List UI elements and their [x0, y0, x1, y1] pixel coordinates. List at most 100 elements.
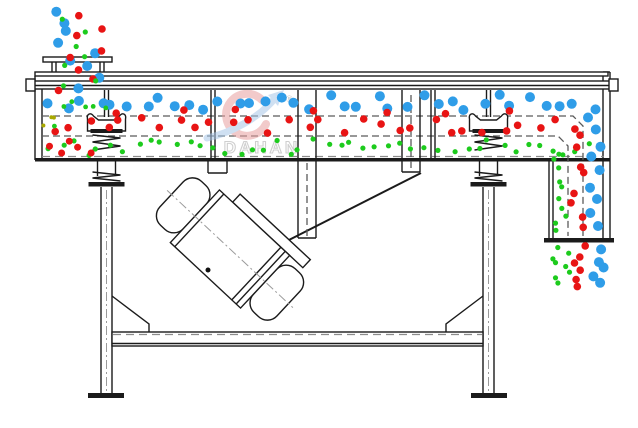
particle — [590, 124, 601, 135]
particle — [326, 90, 337, 101]
particle — [478, 128, 486, 137]
particle — [594, 165, 605, 176]
particle — [61, 142, 67, 148]
particle — [177, 116, 186, 124]
particle — [566, 250, 572, 256]
particle — [385, 143, 392, 149]
particle — [598, 262, 609, 273]
particle — [480, 98, 491, 109]
particle — [137, 141, 143, 147]
particle — [466, 146, 472, 152]
particle — [65, 137, 73, 145]
particle — [579, 223, 587, 232]
particle — [98, 25, 106, 33]
particle — [113, 116, 122, 124]
particle — [174, 141, 180, 147]
particle — [244, 116, 252, 124]
particle — [560, 152, 566, 158]
particle-dots — [41, 6, 609, 291]
particle — [572, 275, 580, 284]
particle — [143, 101, 154, 112]
particle — [87, 117, 96, 125]
particle — [97, 47, 106, 55]
particle — [563, 213, 569, 219]
particle — [229, 118, 238, 127]
particle — [61, 104, 67, 109]
particle — [559, 205, 565, 211]
foot-plate-right — [471, 393, 507, 398]
particle — [350, 101, 361, 112]
particle — [73, 43, 79, 50]
particle — [63, 103, 74, 114]
particle — [537, 142, 543, 149]
particle — [249, 147, 256, 153]
registered-mark: ® — [286, 94, 293, 104]
screen-decks — [42, 115, 584, 236]
particle — [197, 143, 203, 149]
lower-deck-line — [42, 135, 569, 236]
particle — [137, 114, 146, 122]
particle — [525, 92, 535, 103]
particle — [294, 147, 300, 153]
particle — [41, 123, 46, 128]
particle — [107, 142, 113, 148]
particle — [73, 83, 84, 94]
particle — [64, 123, 72, 132]
particle — [581, 242, 589, 250]
particle — [260, 147, 266, 153]
particle — [90, 48, 101, 59]
particle — [402, 101, 413, 112]
particle — [377, 120, 385, 128]
particle — [359, 115, 368, 123]
particle — [550, 256, 556, 262]
particle — [263, 129, 272, 137]
particle — [452, 149, 458, 155]
particle — [570, 189, 578, 198]
particle — [239, 151, 245, 157]
body-bottom-plate — [35, 158, 610, 162]
particle — [421, 145, 427, 151]
particle — [513, 149, 519, 155]
particle — [573, 282, 582, 291]
particle — [572, 143, 581, 151]
inlet-hopper — [42, 56, 113, 72]
particle — [73, 31, 81, 40]
particle — [513, 121, 522, 130]
particle — [374, 91, 385, 102]
particle — [103, 105, 109, 111]
particle — [550, 148, 556, 154]
particle — [42, 98, 53, 109]
particle — [592, 194, 602, 204]
particle — [314, 115, 322, 124]
particle — [502, 142, 508, 148]
particle — [526, 141, 532, 148]
particle — [595, 277, 606, 288]
base-beam — [111, 295, 484, 347]
upper-deck-line — [42, 115, 584, 236]
chute-flange — [544, 238, 614, 243]
particle — [244, 98, 254, 109]
particle — [222, 150, 228, 157]
particle — [566, 98, 577, 109]
particle — [432, 115, 441, 124]
particle — [537, 124, 545, 132]
particle — [235, 98, 246, 109]
particle — [585, 182, 595, 193]
particle — [555, 244, 561, 251]
particle — [556, 196, 562, 202]
particle — [447, 96, 458, 107]
particle — [586, 141, 592, 147]
particle — [74, 143, 82, 151]
particle — [210, 145, 216, 151]
particle — [566, 269, 573, 275]
particle — [397, 140, 403, 146]
particle — [570, 259, 579, 267]
particle — [596, 244, 607, 255]
particle — [552, 260, 559, 266]
particle — [576, 266, 584, 275]
particle — [191, 123, 199, 132]
particle — [51, 127, 59, 136]
gusset-right — [445, 295, 484, 332]
